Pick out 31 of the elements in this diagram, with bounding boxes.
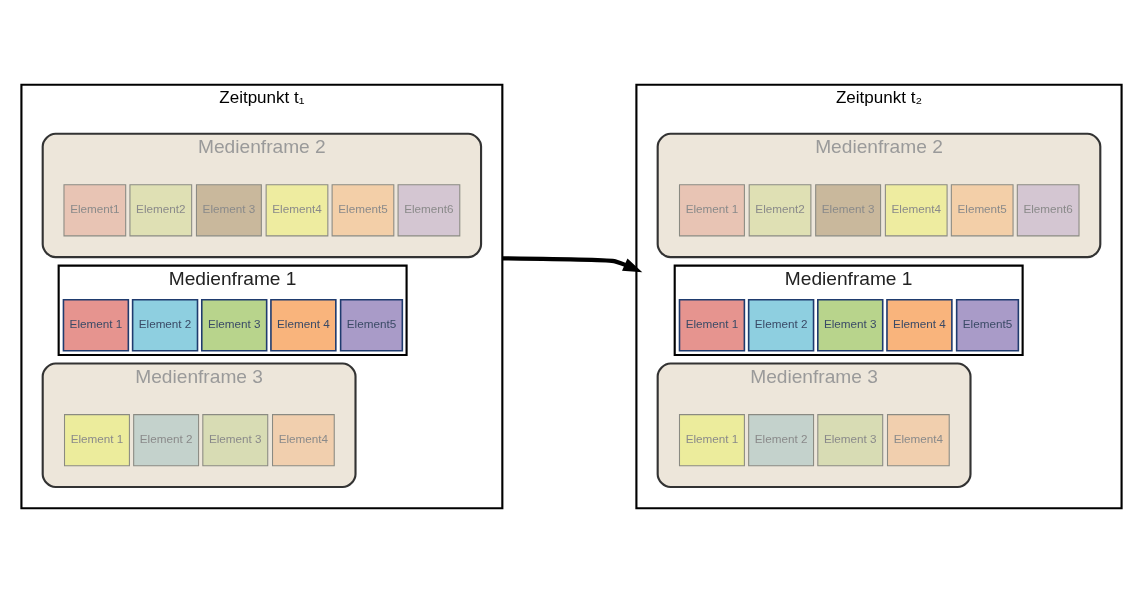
node-box: Element 1 [678, 184, 745, 237]
node-box: Element 2 [131, 298, 199, 352]
node-box: Element 3 [202, 414, 269, 467]
node-box: Element 3 [200, 298, 268, 352]
node-box: Element 1 [64, 414, 130, 467]
node-box: Element 1 [678, 414, 745, 467]
node-box: Element 4 [270, 298, 337, 352]
node-box: Element5 [339, 298, 404, 352]
arrow [502, 256, 643, 273]
node-box: Element2 [748, 184, 812, 237]
node-box: Element6 [1016, 184, 1080, 237]
node-box: Element1 [63, 184, 127, 237]
node-box: Element 3 [817, 414, 884, 467]
node-box: Element 4 [886, 298, 953, 352]
node-box: Element 1 [62, 298, 130, 352]
node-box: Element 3 [815, 184, 882, 237]
node-box: Element 2 [747, 298, 815, 352]
node-box: Element2 [129, 184, 193, 237]
node-box: Element 3 [817, 298, 884, 352]
node-box: Element4 [265, 184, 329, 237]
node-box: Element6 [397, 184, 461, 237]
node-box: Element4 [272, 414, 335, 467]
node-box: Element4 [884, 184, 948, 237]
node-box: Element5 [331, 184, 395, 237]
node-box: Element5 [955, 298, 1020, 352]
node-box: Element 2 [748, 414, 815, 467]
node-box: Element4 [886, 414, 950, 467]
node-box: Element5 [950, 184, 1014, 237]
node-box: Element 3 [195, 184, 262, 237]
node-box: Element 2 [133, 414, 200, 467]
node-box: Element 1 [678, 298, 746, 352]
